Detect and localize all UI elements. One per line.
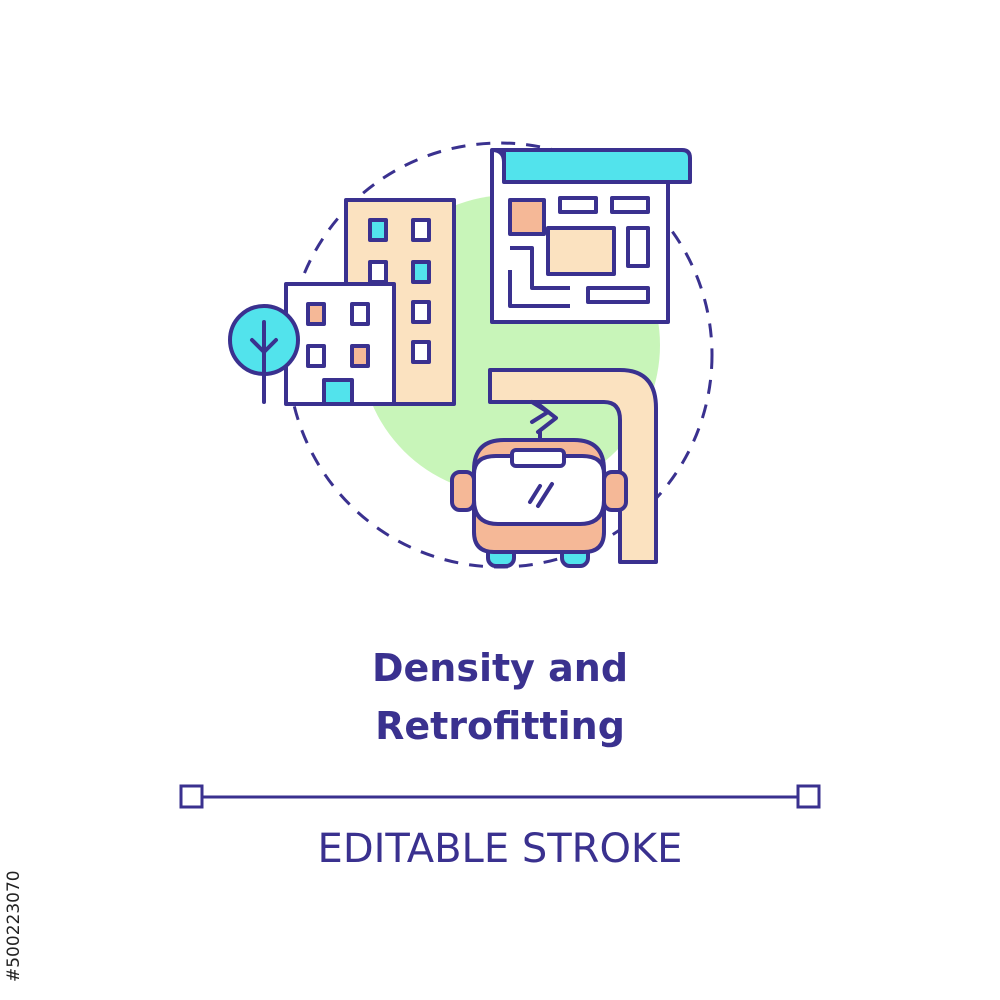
editable-stroke-line [179,784,821,809]
tree-icon [228,304,300,404]
editable-stroke-label: EDITABLE STROKE [317,826,683,872]
stock-id-text: #500223070 [4,870,24,982]
stroke-handle-right [796,784,821,809]
city-map-icon [490,148,692,324]
bus-icon [450,438,628,568]
stroke-handle-left [179,784,204,809]
title-line-2: Retrofitting [375,704,625,748]
road-icon [488,368,658,564]
residential-building-icon [284,282,396,406]
stock-id-watermark: #500223070 [4,762,44,982]
title-line-1: Density and [371,646,629,690]
